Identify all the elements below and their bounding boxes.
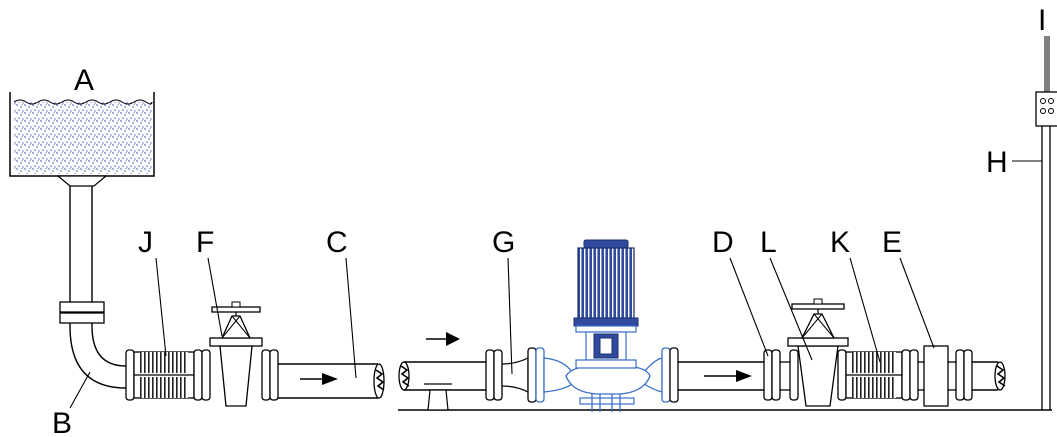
liquid-tank [9,92,155,187]
leader-lines [69,160,1042,409]
pump-casing [543,347,679,412]
tank-outlet-pipe [59,186,105,326]
label-e: E [882,226,902,259]
pipe-elbow [69,325,127,389]
sensor-riser [1041,36,1051,410]
left-pipe-run [125,301,385,407]
label-f: F [196,226,214,259]
label-j: J [138,226,153,259]
arrow-right-icon [426,332,460,346]
label-b: B [52,407,72,437]
expansion-joint-icon [837,349,919,401]
label-i: I [1038,4,1046,37]
label-h: H [986,146,1008,179]
label-g: G [492,226,515,259]
label-k: K [830,226,850,259]
gate-valve-icon [763,298,849,407]
electric-motor-icon [573,239,639,369]
sensor-box-icon [1035,91,1057,127]
label-c: C [326,226,348,259]
pump-discharge-pipe [678,361,764,391]
arrow-right-icon [300,373,338,385]
arrow-right-icon [704,370,752,382]
pump-inlet-pipe [398,361,486,411]
label-l: L [760,226,777,259]
flow-meter [918,345,1006,407]
label-d: D [712,226,734,259]
label-a: A [74,64,94,97]
pump-suction-fitting [485,347,545,403]
